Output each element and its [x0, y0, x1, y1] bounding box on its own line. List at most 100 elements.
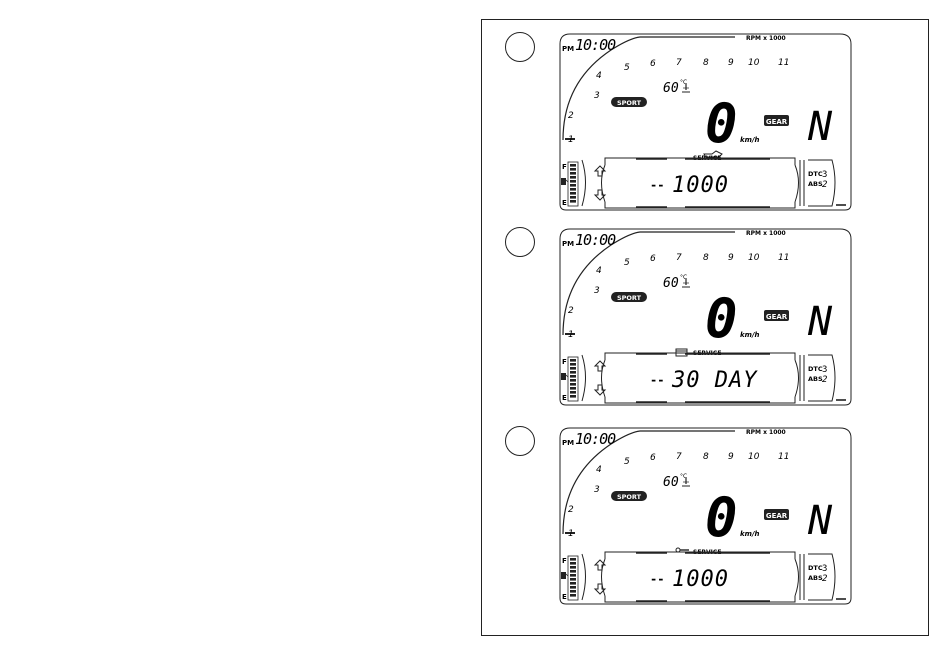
mode-label: SPORT: [617, 493, 642, 501]
clock-display: 10:00: [575, 231, 616, 249]
fuel-segment: [570, 184, 576, 187]
rpm-tick-label: 3: [594, 91, 600, 101]
fuel-segment: [570, 196, 576, 199]
fuel-segment: [570, 164, 576, 167]
dtc-label: DTC: [808, 170, 823, 178]
fuel-segment: [570, 590, 576, 593]
wrench-icon: [675, 547, 689, 553]
fuel-gauge-segments: [570, 558, 576, 597]
tach-arc: [562, 231, 735, 336]
gear-value: N: [807, 299, 833, 345]
rpm-tick-label: 2: [568, 306, 574, 316]
fuel-segment: [570, 168, 576, 171]
oil-can-icon: [703, 150, 723, 158]
callout-circle: [505, 227, 535, 257]
rpm-tick-label: 3: [594, 485, 600, 495]
fuel-pump-icon: [561, 572, 569, 579]
fuel-empty-label: E: [562, 199, 567, 207]
message-prefix: --: [650, 178, 664, 192]
rpm-tick-label: 1: [568, 330, 574, 340]
dtc-value: 3: [822, 365, 827, 375]
coolant-temperature-icon: [682, 478, 690, 487]
callout-circle: [505, 32, 535, 62]
fuel-empty-label: E: [562, 593, 567, 601]
mode-badge: [611, 292, 647, 302]
speed-value: 0: [705, 287, 738, 350]
fuel-segment: [570, 359, 576, 362]
rpm-tick-label: 11: [778, 58, 789, 68]
rpm-tick-label: 10: [748, 253, 760, 263]
clock-display: 10:00: [575, 36, 616, 54]
fuel-segment: [570, 188, 576, 191]
fuel-segment: [570, 578, 576, 581]
service-message: 1000: [672, 567, 729, 592]
rpm-tick-label: 5: [624, 63, 630, 73]
fuel-segment: [570, 180, 576, 183]
service-message: 30 DAY: [671, 368, 758, 393]
fuel-segment: [570, 558, 576, 561]
fuel-segment: [570, 367, 576, 370]
gear-badge: [764, 509, 789, 520]
up-arrow-icon: [593, 360, 607, 372]
dtc-label: DTC: [808, 365, 823, 373]
abs-value: 2: [822, 375, 827, 385]
fuel-segment: [570, 395, 576, 398]
down-arrow-icon: [593, 189, 607, 201]
fuel-gauge-segments: [570, 164, 576, 203]
dtc-label: DTC: [808, 564, 823, 572]
rpm-label: RPM x 1000: [746, 429, 786, 436]
rpm-label: RPM x 1000: [746, 230, 786, 237]
clock-display: 10:00: [575, 430, 616, 448]
coolant-temperature-icon: [682, 84, 690, 93]
up-arrow-icon: [593, 559, 607, 571]
rpm-tick-label: 2: [568, 505, 574, 515]
rpm-tick-label: 11: [778, 452, 789, 462]
rpm-tick-label: 11: [778, 253, 789, 263]
callout-circle: [505, 426, 535, 456]
fuel-gauge: [567, 356, 579, 402]
rpm-tick-label: 1: [568, 135, 574, 145]
tach-arc: [562, 36, 735, 141]
abs-value: 2: [822, 180, 827, 190]
rpm-tick-label: 7: [676, 452, 682, 462]
rpm-tick-label: 9: [728, 452, 734, 462]
rpm-tick-label: 7: [676, 58, 682, 68]
rpm-tick-label: 8: [703, 452, 709, 462]
fuel-segment: [570, 387, 576, 390]
abs-label: ABS: [808, 375, 823, 383]
gear-label: GEAR: [766, 512, 788, 520]
temperature-value: 60: [663, 81, 679, 96]
mode-label: SPORT: [617, 294, 642, 302]
temperature-unit: °C: [680, 473, 687, 480]
fuel-segment: [570, 391, 576, 394]
fuel-segment: [570, 582, 576, 585]
fuel-segment: [570, 379, 576, 382]
speed-value: 0: [705, 92, 738, 155]
message-prefix: --: [650, 373, 664, 387]
rpm-label: RPM x 1000: [746, 35, 786, 42]
speed-value: 0: [705, 486, 738, 549]
abs-label: ABS: [808, 574, 823, 582]
fuel-gauge-segments: [570, 359, 576, 398]
mode-label: SPORT: [617, 99, 642, 107]
figure-frame: [481, 19, 929, 636]
temperature-unit: °C: [680, 274, 687, 281]
fuel-full-label: F: [562, 163, 567, 171]
lcd-outline: [559, 427, 852, 605]
speed-unit: km/h: [740, 331, 760, 339]
fuel-segment: [570, 172, 576, 175]
fuel-segment: [570, 176, 576, 179]
tach-arc: [562, 430, 735, 535]
rpm-tick-label: 5: [624, 258, 630, 268]
mode-badge: [611, 97, 647, 107]
fuel-segment: [570, 566, 576, 569]
rpm-tick-label: 6: [650, 254, 656, 264]
speed-unit: km/h: [740, 136, 760, 144]
fuel-segment: [570, 594, 576, 597]
gear-badge: [764, 115, 789, 126]
gear-value: N: [807, 498, 833, 544]
fuel-full-label: F: [562, 557, 567, 565]
